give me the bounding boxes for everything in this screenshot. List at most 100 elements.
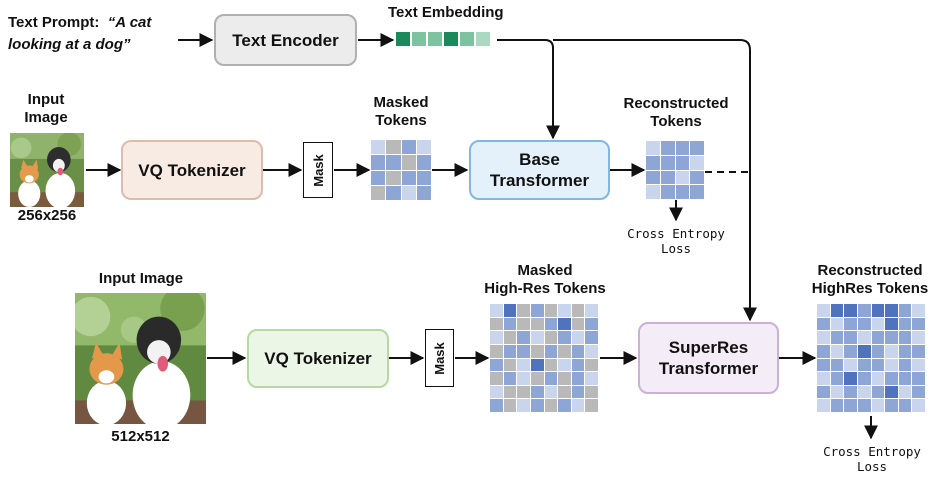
token-cell: [885, 344, 898, 358]
token-cell: [912, 385, 925, 399]
token-cell: [871, 372, 885, 385]
loss-line2: Loss: [660, 241, 692, 256]
token-cell: [646, 170, 660, 185]
token-cell: [817, 331, 830, 344]
token-cell: [585, 317, 598, 331]
token-cell: [675, 170, 690, 185]
token-cell: [817, 344, 830, 358]
reconstructed-tokens-label-1: Reconstructed Tokens: [610, 95, 742, 131]
arrow-embedding-to-superres: [553, 39, 757, 322]
token-cell: [871, 331, 885, 344]
token-cell: [530, 358, 544, 372]
token-cell: [898, 399, 912, 412]
token-cell: [544, 331, 558, 344]
token-cell: [530, 304, 544, 317]
loss-line1: Cross Entropy: [627, 226, 725, 241]
masked-tokens-label-1: Masked Tokens: [355, 94, 447, 130]
reconstructed-hires-line2: HighRes Tokens: [811, 280, 929, 297]
superres-transformer-box: SuperRes Transformer: [638, 322, 779, 394]
token-cell: [544, 372, 558, 385]
token-cell: [871, 385, 885, 399]
token-cell: [517, 358, 530, 372]
token-cell: [646, 155, 660, 170]
token-cell: [898, 344, 912, 358]
token-cell: [503, 385, 517, 399]
token-cell: [558, 331, 571, 344]
token-cell: [898, 331, 912, 344]
base-transformer-line2: Transformer: [489, 171, 590, 190]
token-cell: [830, 358, 844, 372]
token-cell: [585, 304, 598, 317]
embedding-cell: [459, 31, 475, 47]
token-cell: [885, 317, 898, 331]
embedding-cell: [475, 31, 491, 47]
token-cell: [830, 344, 844, 358]
token-cell: [371, 170, 386, 185]
vq-tokenizer-label-1: VQ Tokenizer: [138, 160, 246, 180]
token-cell: [517, 304, 530, 317]
token-cell: [912, 372, 925, 385]
token-cell: [490, 304, 503, 317]
token-cell: [885, 331, 898, 344]
masked-hires-tokens-grid: [490, 304, 598, 412]
token-cell: [386, 170, 401, 185]
token-cell: [558, 372, 571, 385]
token-cell: [371, 140, 386, 155]
token-cell: [585, 344, 598, 358]
token-cell: [857, 385, 871, 399]
token-cell: [817, 385, 830, 399]
token-cell: [844, 317, 857, 331]
token-cell: [898, 372, 912, 385]
masked-hires-line1: Masked: [517, 262, 573, 279]
token-cell: [898, 317, 912, 331]
token-cell: [844, 331, 857, 344]
token-cell: [585, 372, 598, 385]
token-cell: [503, 304, 517, 317]
token-cell: [544, 317, 558, 331]
input-label-line2: Image: [24, 109, 68, 126]
embedding-cell: [395, 31, 411, 47]
text-encoder-label: Text Encoder: [232, 30, 339, 50]
token-cell: [517, 344, 530, 358]
prompt-prefix: Text Prompt:: [8, 14, 100, 31]
token-cell: [517, 385, 530, 399]
token-cell: [857, 399, 871, 412]
token-cell: [817, 317, 830, 331]
mask-label-1: Mask: [310, 153, 326, 187]
token-cell: [857, 317, 871, 331]
vq-tokenizer-box-2: VQ Tokenizer: [247, 329, 389, 388]
token-cell: [558, 358, 571, 372]
token-cell: [571, 317, 585, 331]
loss2-line1: Cross Entropy: [823, 444, 921, 459]
token-cell: [401, 185, 416, 200]
token-cell: [530, 331, 544, 344]
token-cell: [898, 304, 912, 317]
token-cell: [416, 140, 431, 155]
token-cell: [871, 344, 885, 358]
token-cell: [490, 385, 503, 399]
token-cell: [544, 385, 558, 399]
embedding-cell: [427, 31, 443, 47]
token-cell: [675, 155, 690, 170]
token-cell: [857, 344, 871, 358]
token-cell: [912, 344, 925, 358]
token-cell: [660, 141, 675, 155]
reconstructed-line1: Reconstructed: [623, 95, 729, 112]
token-cell: [871, 399, 885, 412]
token-cell: [830, 331, 844, 344]
token-cell: [503, 399, 517, 412]
token-cell: [558, 344, 571, 358]
text-prompt-label: Text Prompt: “A cat: [8, 14, 151, 32]
token-cell: [690, 155, 704, 170]
prompt-text-line2: looking at a dog”: [8, 36, 131, 53]
masked-hires-tokens-label: Masked High-Res Tokens: [474, 262, 616, 298]
token-cell: [885, 304, 898, 317]
token-cell: [844, 385, 857, 399]
token-cell: [571, 372, 585, 385]
token-cell: [898, 385, 912, 399]
text-encoder-box: Text Encoder: [214, 14, 357, 66]
token-cell: [386, 185, 401, 200]
token-cell: [386, 140, 401, 155]
token-cell: [530, 399, 544, 412]
token-cell: [371, 185, 386, 200]
